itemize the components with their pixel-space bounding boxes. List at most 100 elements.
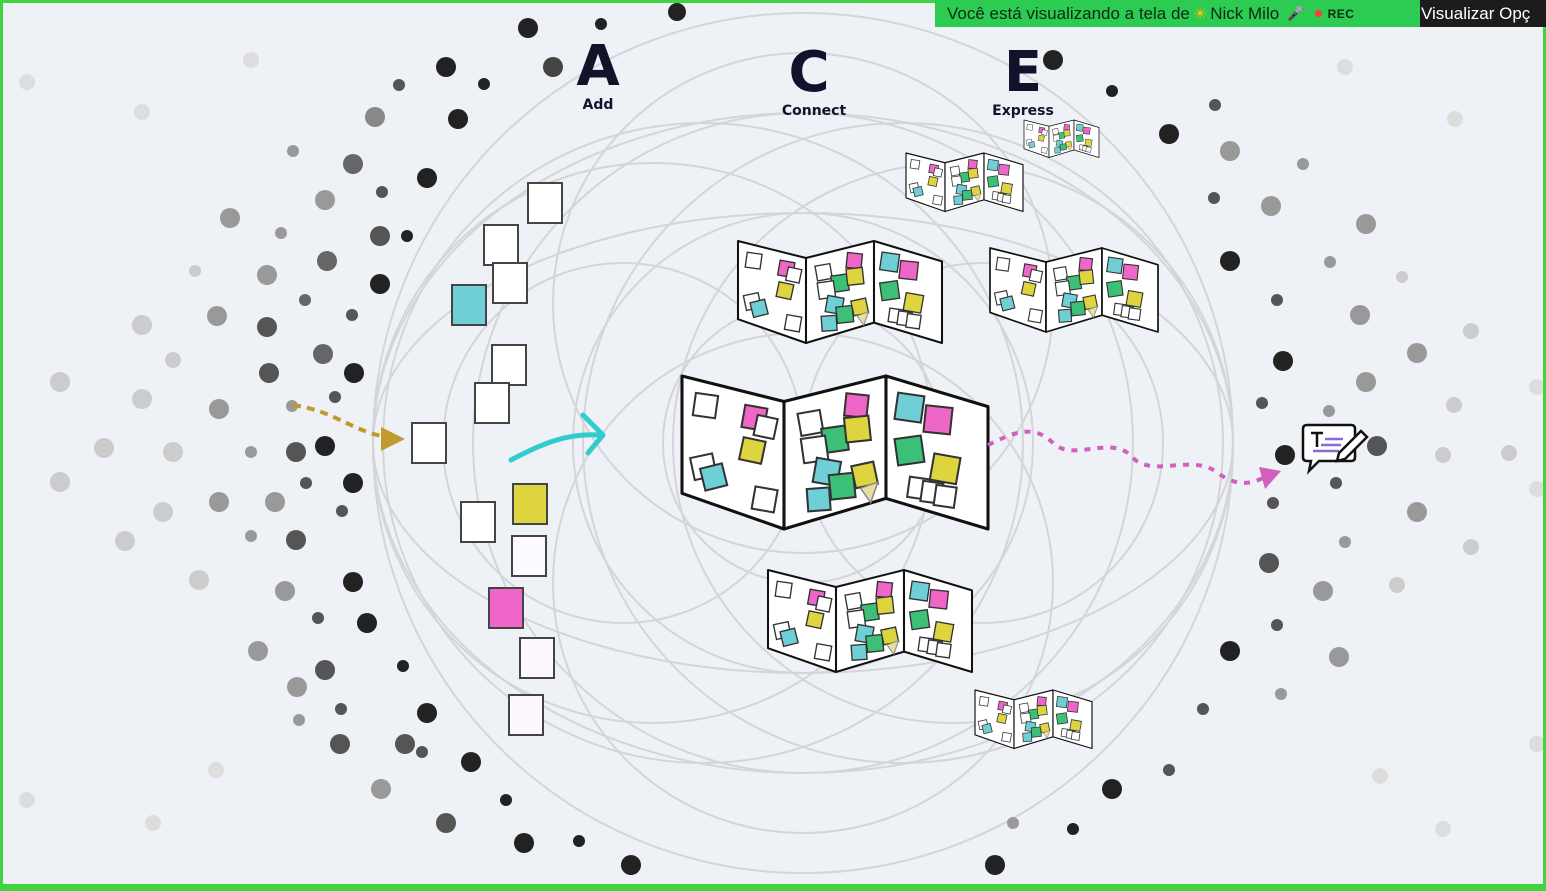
dot [573,835,585,847]
cyan-arrowhead [580,412,606,456]
dot [621,855,641,875]
dot [1463,539,1479,555]
note-card [474,382,510,424]
stage-label-connect: Connect [781,103,847,119]
dot [1220,141,1240,161]
dot [397,660,409,672]
dot [245,530,257,542]
gold-arrowhead [381,427,405,451]
dot [1446,397,1462,413]
dot [248,641,268,661]
cyan-curved-arrow [508,432,602,463]
dot [115,531,135,551]
dot [1313,581,1333,601]
dot [1271,619,1283,631]
dot [1256,397,1268,409]
dot [668,3,686,21]
dot [132,389,152,409]
dot [163,442,183,462]
dot [165,352,181,368]
dot [275,227,287,239]
note-board [1023,119,1100,158]
dot [1106,85,1118,97]
dot [286,400,298,412]
dot [335,703,347,715]
dot [448,109,468,129]
dot [19,74,35,90]
dot [208,762,224,778]
dot [299,294,311,306]
dot [343,572,363,592]
dot [1220,641,1240,661]
dot [265,492,285,512]
dot [1007,817,1019,829]
dot [207,306,227,326]
dot [257,265,277,285]
view-options-button[interactable]: Visualizar Opç [1420,0,1546,27]
dot [287,145,299,157]
dot [1501,445,1517,461]
note-card [527,182,563,224]
stage-label-add: Add [582,97,614,113]
dot [344,363,364,383]
dot [357,613,377,633]
dot [436,813,456,833]
dot [370,274,390,294]
dot [518,18,538,38]
note-card [411,422,447,464]
dot [94,438,114,458]
dot [209,399,229,419]
dot [365,107,385,127]
dot [312,612,324,624]
dot [293,714,305,726]
dot [1159,124,1179,144]
note-board [905,152,1024,213]
note-board [989,247,1159,333]
note-card [492,262,528,304]
stage-letter-express: E [1003,40,1043,105]
dot [1407,502,1427,522]
note-card [491,344,527,386]
dot [300,477,312,489]
dot [1297,158,1309,170]
dot [514,833,534,853]
dot [336,505,348,517]
note-card [483,224,519,266]
dot [1275,688,1287,700]
dot [1220,251,1240,271]
dot [315,660,335,680]
dot [257,317,277,337]
screen-share-banner: Você está visualizando a tela de ☀ Nick … [935,0,1420,27]
dot [416,746,428,758]
dot [1435,821,1451,837]
dot [19,792,35,808]
dot [220,208,240,228]
dot [286,530,306,550]
dot [132,315,152,335]
dot [50,372,70,392]
dot [1407,343,1427,363]
dot [209,492,229,512]
dot [189,570,209,590]
note-card [519,637,555,679]
ace-diagram [19,3,1543,875]
gold-dashed-arrow [292,403,382,438]
dot [329,391,341,403]
mic-off-icon: 🎤 [1287,5,1305,21]
dot-cloud [19,3,1543,875]
dot [1356,372,1376,392]
note-board [766,568,974,674]
dot [1330,477,1342,489]
dot [1529,379,1543,395]
dot [330,734,350,754]
record-dot-icon [1314,10,1322,17]
dot [153,502,173,522]
dot [317,251,337,271]
dot [543,57,563,77]
writing-icon [1301,423,1369,475]
dot [1350,305,1370,325]
dot [1372,768,1388,784]
dot [315,436,335,456]
dot [1396,271,1408,283]
